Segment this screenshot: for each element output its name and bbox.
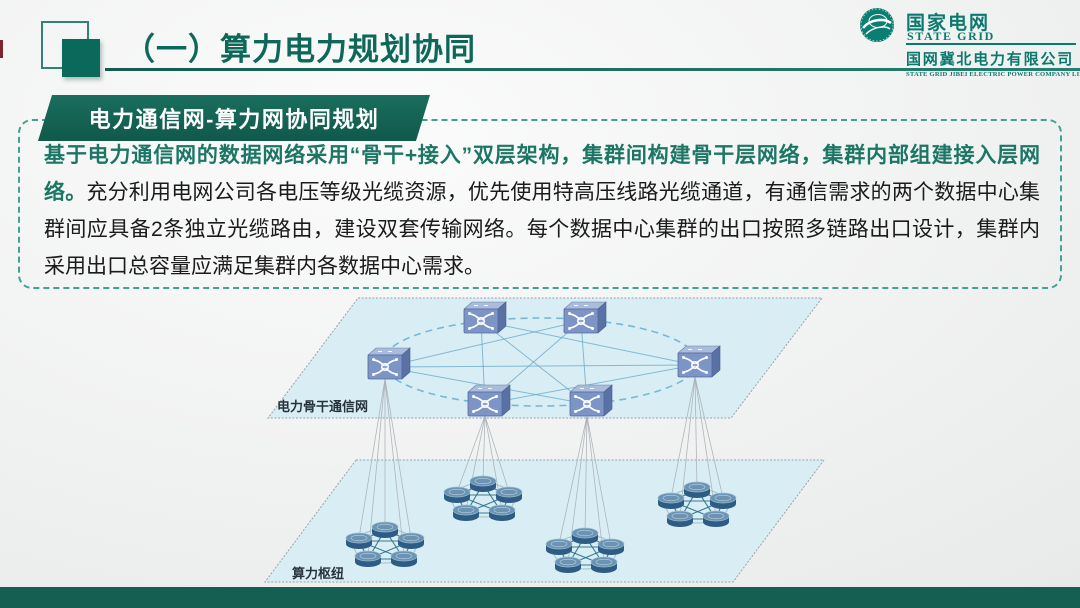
backbone-link [480,320,696,366]
title-underline [105,68,1080,71]
compute-node-icon [452,504,480,522]
compute-node-icon [683,481,711,499]
state-grid-logo: 国家电网 STATE GRID 国网冀北电力有限公司 STATE GRID JI… [0,0,1080,90]
router-icon [569,384,613,417]
router-icon [367,347,411,380]
router-icon [467,384,511,417]
logo-company-en: STATE GRID JIBEI ELECTRIC POWER COMPANY … [906,71,1080,78]
backbone-link [484,364,696,405]
deco-square-fill [62,39,100,77]
compute-node-icon [702,510,730,528]
compute-node-icon [545,538,573,556]
computing-plane-label: 算力枢纽 [292,566,344,581]
router-cluster-link [484,415,510,493]
router-icon [677,345,721,378]
router-cluster-link [358,378,386,539]
router-cluster-link [567,415,588,563]
summary-paragraph: 基于电力通信网的数据网络采用“骨干+接入”双层架构，集群间构建骨干层网络，集群内… [44,137,1040,285]
compute-node-icon [390,550,418,568]
summary-box: 基于电力通信网的数据网络采用“骨干+接入”双层架构，集群间构建骨干层网络，集群内… [18,119,1062,289]
router-cluster-link [679,376,696,517]
router-cluster-link [558,415,588,545]
router-cluster-link [482,415,486,482]
compute-node-icon [345,532,373,550]
compute-cluster [657,481,737,528]
compute-cluster [345,521,425,568]
compute-node-icon [443,486,471,504]
router-cluster-link [584,415,588,534]
compute-cluster [443,475,523,522]
router-cluster-link [670,376,696,499]
section-banner: 电力通信网-算力网协同规划 [38,95,430,141]
page-title: （一）算力电力规划协同 [124,32,476,67]
compute-node-icon [590,556,618,574]
router-cluster-link [384,378,405,557]
router-cluster-link [456,415,486,493]
compute-node-icon [597,538,625,556]
computing-clusters [345,475,737,574]
state-grid-globe-icon [860,8,894,42]
left-edge-accent [0,40,3,58]
backbone-link [384,320,582,368]
compute-node-icon [554,556,582,574]
router-cluster-link [384,378,412,539]
summary-body: 充分利用电网公司各电压等级光缆资源，优先使用特高压线路光缆通道，有通信需求的两个… [44,181,1041,278]
router-cluster-link [694,376,724,499]
router-cluster-link [586,415,612,545]
compute-node-icon [495,486,523,504]
logo-company-cn: 国网冀北电力有限公司 [906,51,1075,68]
router-icon [463,301,507,334]
compute-node-icon [488,504,516,522]
router-icon [563,301,607,334]
compute-node-icon [666,510,694,528]
compute-node-icon [354,550,382,568]
summary-highlight: 基于电力通信网的数据网络采用“骨干+接入”双层架构，集群间构建骨干层网络，集群内… [44,144,1040,204]
backbone-link [480,320,588,405]
compute-node-icon [371,521,399,539]
router-cluster-link [694,376,717,517]
backbone-plane [267,297,824,419]
logo-brand-cn: 国家电网 [906,13,991,34]
compute-node-icon [397,532,425,550]
section-banner-label: 电力通信网-算力网协同规划 [88,107,380,132]
backbone-plane-label: 电力骨干通信网 [277,399,368,414]
footer-bar [0,587,1080,608]
router-cluster-link [367,378,386,557]
logo-brand-en: STATE GRID [907,29,995,43]
compute-node-icon [657,492,685,510]
compute-node-icon [469,475,497,493]
compute-node-icon [571,527,599,545]
compute-node-icon [709,492,737,510]
backbone-link [384,364,696,368]
compute-cluster [545,527,625,574]
computing-plane [264,459,825,583]
logo-divider [906,43,1076,45]
router-cluster-link [694,376,698,488]
router-cluster-links [358,376,724,563]
